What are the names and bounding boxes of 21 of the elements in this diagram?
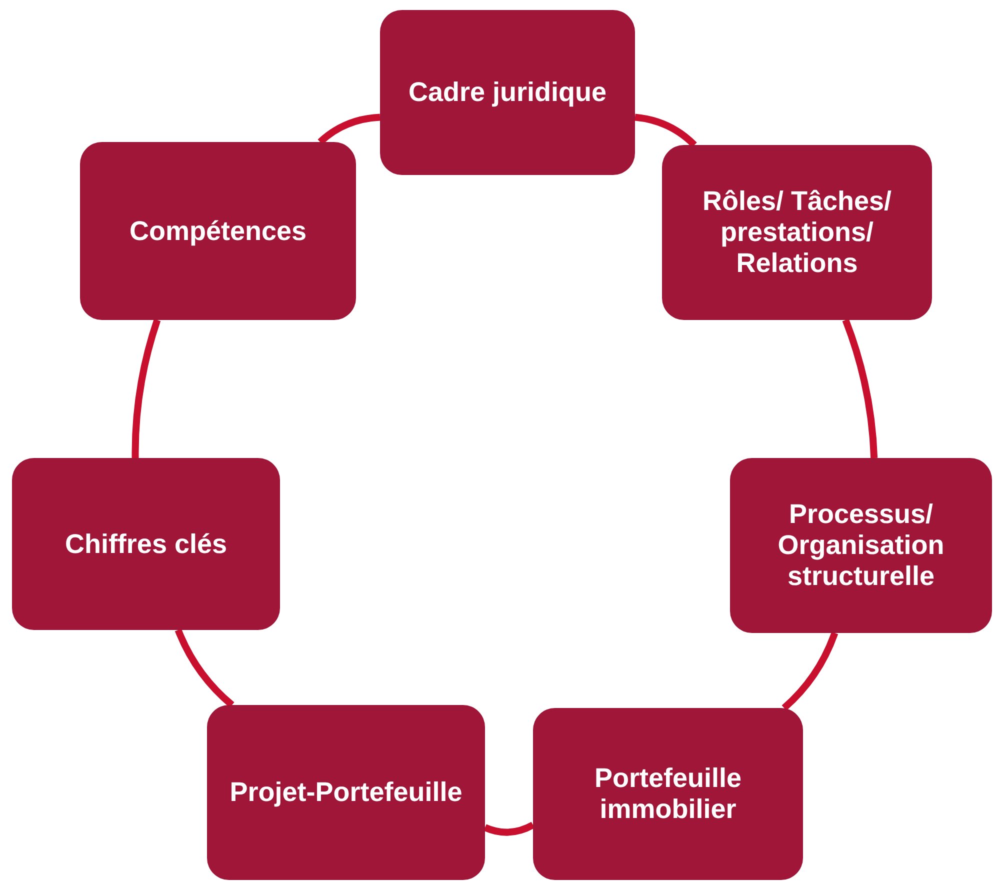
box-label: Processus/ Organisation structurelle [776,499,946,592]
box-label: Cadre juridique [408,77,607,108]
rounded-box [730,458,992,633]
rounded-box [80,142,356,320]
box-label: Portefeuille immobilier [593,763,743,825]
rounded-box [533,708,803,880]
connector-arc [842,318,878,458]
connector-arc [484,822,535,836]
rounded-box [207,705,485,880]
connector-arc [782,632,838,711]
rounded-box [662,145,932,320]
rounded-box [12,458,280,630]
box-label: Projet-Portefeuille [230,777,462,808]
box-label: Chiffres clés [64,528,228,560]
connector-arc [132,318,161,458]
connector-arc [318,114,380,145]
rounded-box [380,10,635,175]
box-label: Compétences [129,216,307,246]
box-label: Rôles/ Tâches/ prestations/ Relations [701,186,893,279]
connector-arc [634,114,697,148]
connector-arc [174,628,234,708]
